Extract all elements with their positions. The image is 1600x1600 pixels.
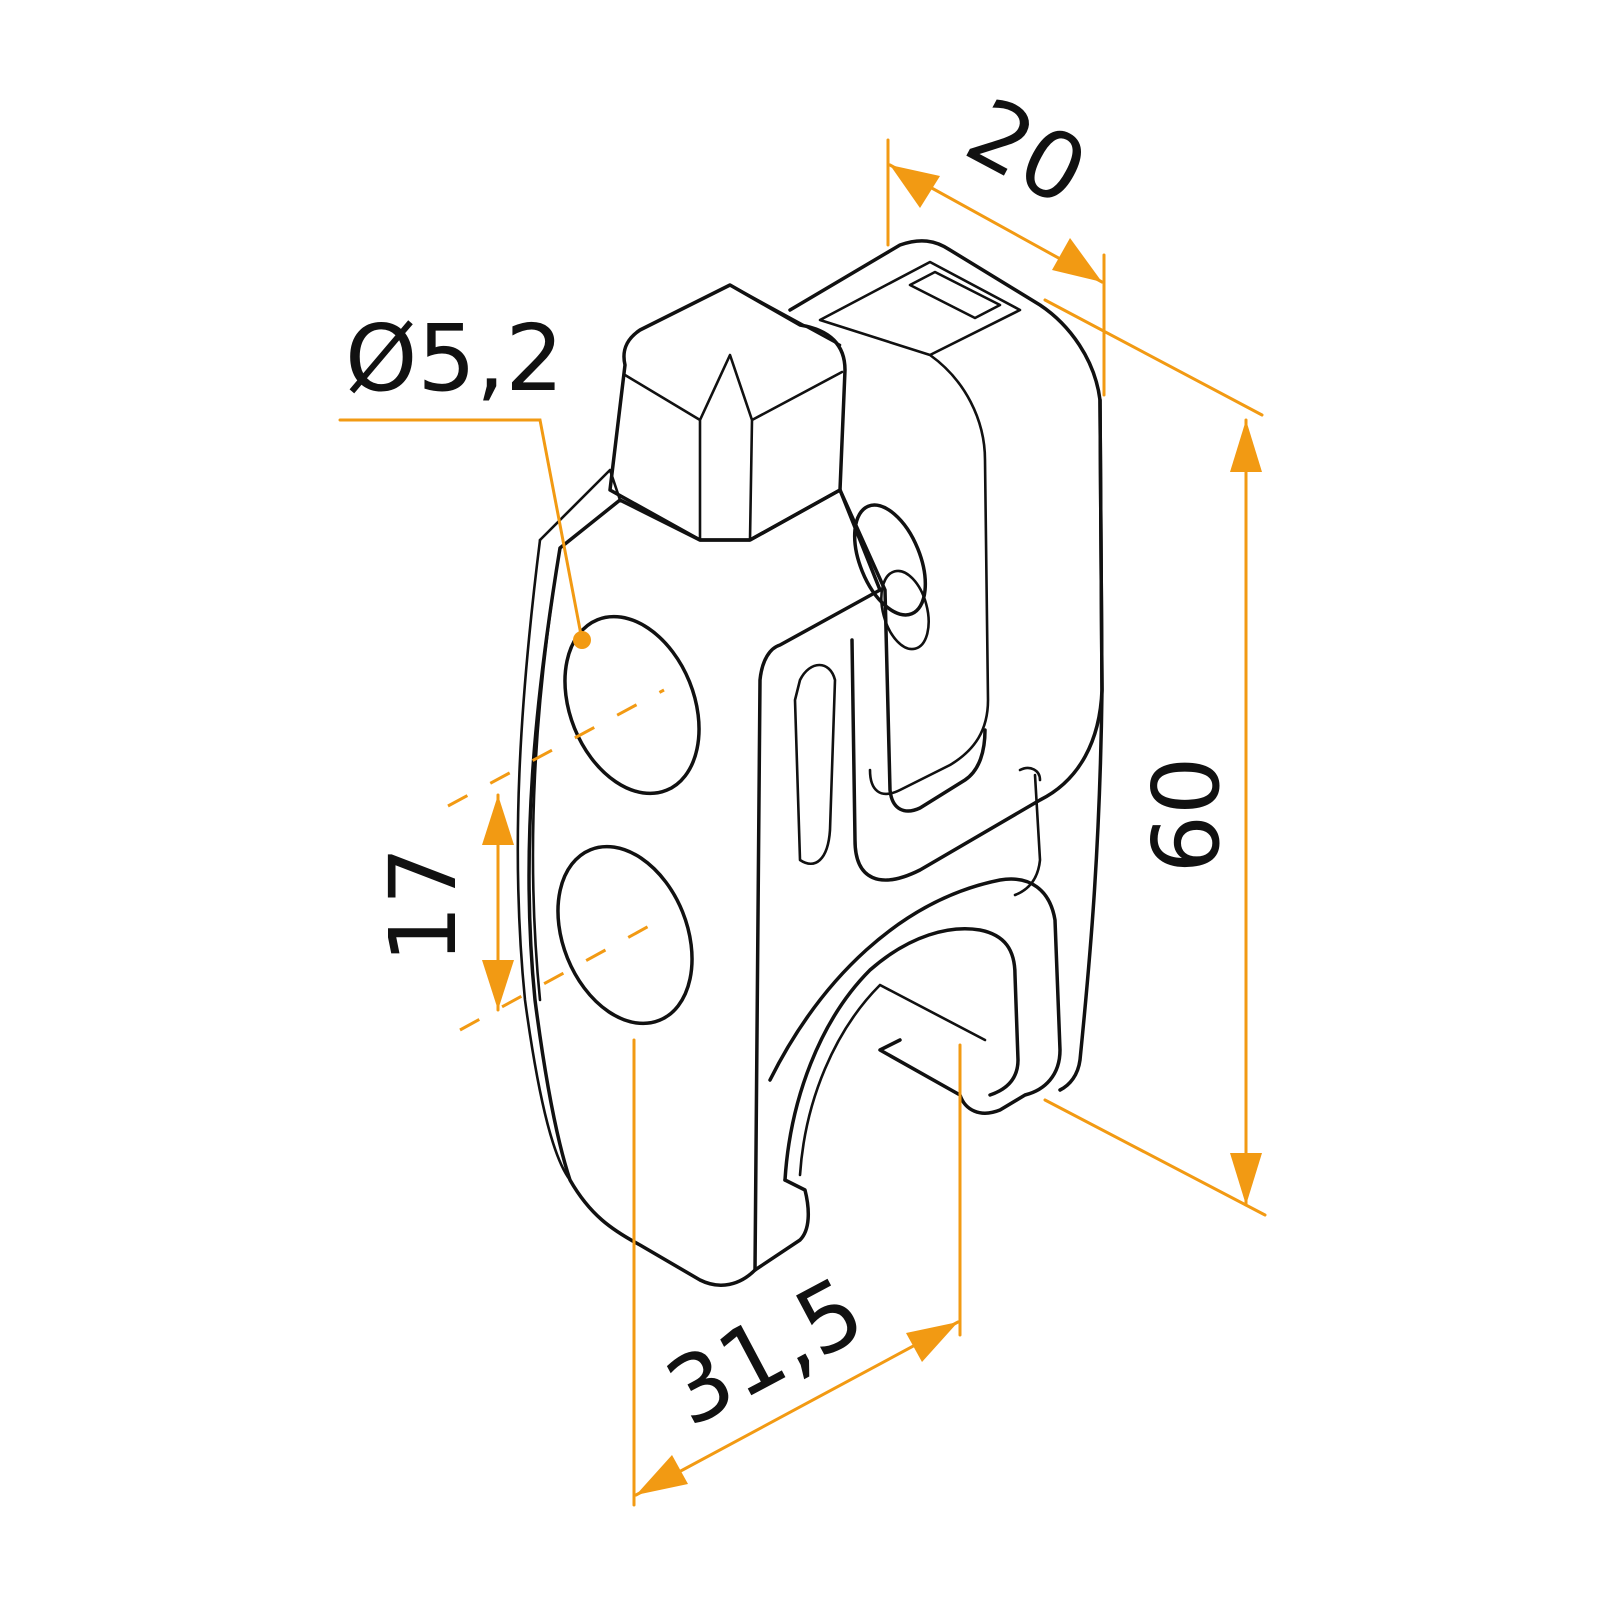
depth-arrow-right	[906, 1322, 958, 1362]
depth-arrow-left	[636, 1455, 688, 1495]
hook-base	[753, 1178, 811, 1272]
part-outline	[516, 239, 1104, 1287]
rear-frame	[788, 239, 1104, 882]
hole-diameter-label: Ø5,2	[345, 305, 564, 412]
hole-spacing-arrow-bottom	[482, 960, 514, 1010]
height-arrow-bottom	[1230, 1153, 1262, 1205]
width-arrow-left	[890, 165, 940, 208]
hole-spacing-label: 17	[370, 846, 477, 963]
depth-line	[634, 1320, 960, 1497]
dimension-labels: Ø5,2 17 60 20 31,5	[345, 77, 1240, 1447]
top-cap-inner	[623, 283, 844, 542]
left-top-chamfer	[538, 468, 622, 542]
dimension-lines	[338, 138, 1267, 1507]
right-back-detail	[1013, 766, 1042, 897]
hole-diameter-leader	[338, 418, 584, 642]
left-back-edge	[516, 538, 572, 1182]
hook-inner	[783, 927, 1020, 1182]
upper-hole-centerline	[447, 688, 665, 808]
front-body-outline	[527, 488, 882, 1287]
rear-frame-inner	[818, 260, 1022, 796]
depth-label: 31,5	[650, 1257, 881, 1448]
top-cap	[608, 283, 847, 542]
width-arrow-right	[1052, 238, 1102, 282]
post-hole-inner	[880, 569, 930, 651]
front-slot	[793, 663, 837, 865]
mounting-hole-lower	[556, 844, 694, 1026]
hole-spacing-arrow-top	[482, 795, 514, 845]
hook-inner-edge	[798, 983, 987, 1177]
hole-diameter-leader-dot	[573, 631, 591, 649]
post-hole	[852, 503, 928, 617]
lower-hole-centerline	[459, 918, 661, 1032]
mounting-hole-upper	[563, 614, 701, 796]
height-label: 60	[1133, 756, 1240, 873]
width-label: 20	[950, 77, 1104, 226]
height-arrow-top	[1230, 420, 1262, 472]
right-back-edge	[1058, 398, 1104, 1092]
hook-outer	[768, 877, 1062, 1115]
height-ext-top	[1043, 298, 1264, 417]
height-ext-bottom	[1043, 1098, 1267, 1217]
slot-window	[908, 270, 1002, 320]
center-post	[838, 488, 987, 813]
